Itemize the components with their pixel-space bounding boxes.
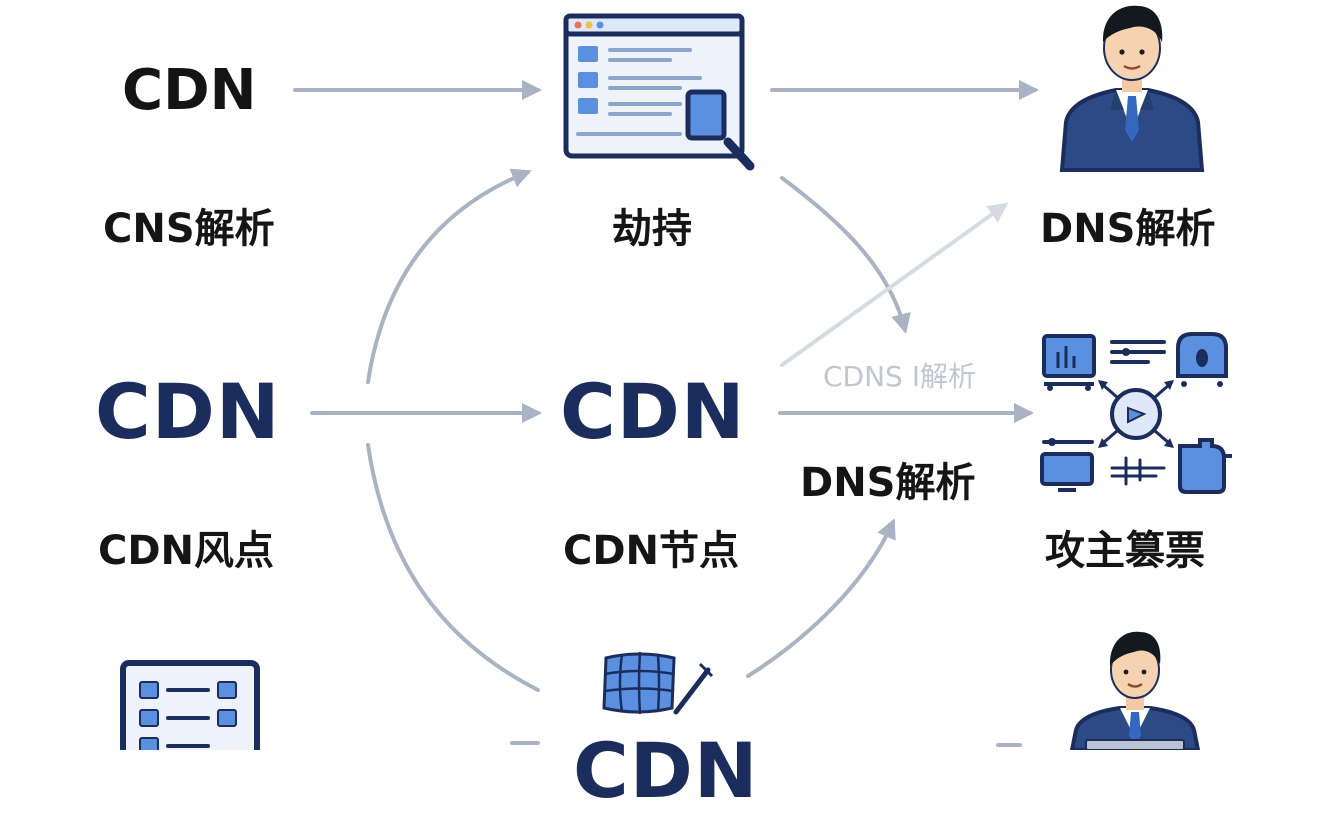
mid-center-caption: CDN节点 — [563, 528, 740, 574]
diagram-canvas: CDN CNS解析 劫持 DNS解析 CDN CDN风点 CDN CDN节点 C… — [95, 5, 1232, 815]
mid-center-cdn-label: CDN — [560, 367, 746, 456]
document-list-icon — [120, 660, 260, 750]
network-devices-icon — [1040, 332, 1232, 494]
top-left-cdn-label: CDN — [122, 58, 257, 123]
top-center-caption: 劫持 — [612, 206, 692, 252]
arrow-faint-diagonal — [780, 202, 1009, 367]
mid-left-caption: CDN风点 — [98, 528, 275, 574]
arrow-curve-up-left — [366, 168, 532, 384]
globe-grid-icon — [602, 651, 714, 715]
businessman-icon — [1059, 5, 1205, 172]
top-left-caption: CNS解析 — [103, 206, 275, 252]
businessman-laptop-icon — [1069, 631, 1201, 750]
top-right-caption: DNS解析 — [1040, 206, 1216, 252]
arrow-curve-up-bottom — [746, 518, 896, 678]
mid-faint-label: CDNS I解析 — [823, 360, 976, 393]
browser-search-icon — [563, 13, 755, 171]
mid-right-caption: 攻主篡票 — [1045, 528, 1205, 574]
bottom-center-cdn-label: CDN — [573, 726, 759, 815]
mid-left-cdn-label: CDN — [95, 367, 281, 456]
mid-arrow-caption: DNS解析 — [800, 460, 976, 506]
arrow-curve-down-center — [780, 176, 911, 334]
arrow-curve-down-left — [366, 443, 540, 692]
arrow-layer — [293, 80, 1039, 747]
